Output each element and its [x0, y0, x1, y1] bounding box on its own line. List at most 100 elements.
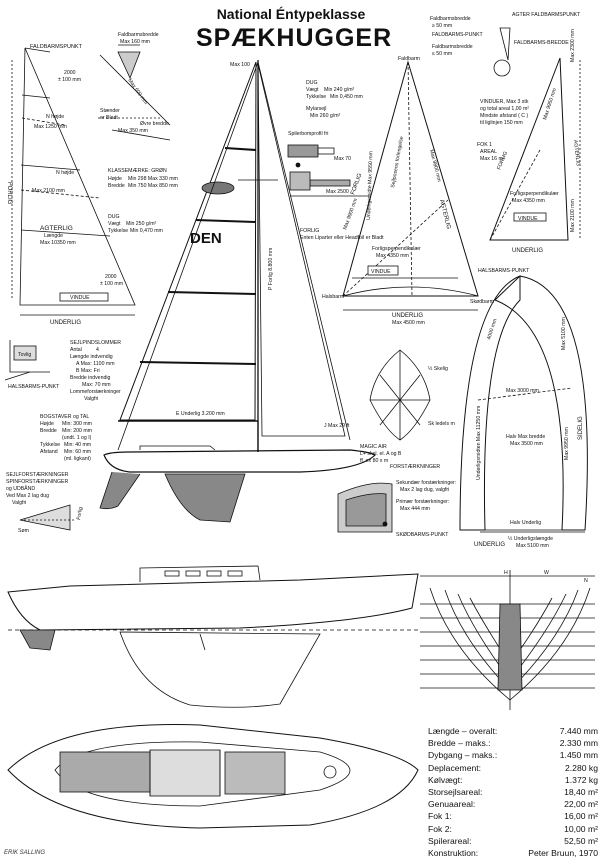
- deck-plan-drawing: [7, 724, 419, 829]
- letters-ligkant: (ml. ligkant): [64, 456, 91, 462]
- letters-undt: (undt. 1 og I): [62, 435, 92, 441]
- jib-vinduer-areal: og total areal 1,00 m²: [480, 106, 529, 112]
- mylar-label: Mylarsejl: [306, 106, 326, 112]
- spin-skelig: ½ Skelig: [428, 365, 448, 372]
- spec-row: Storsejlsareal:18,40 m²: [428, 787, 598, 799]
- spec-value: 10,00 m²: [564, 823, 598, 834]
- spin-halv-bredde-max: Max 3500 mm: [510, 441, 543, 447]
- battens-valgfri: Valgfri: [84, 396, 98, 402]
- n-hojde-1: N højde: [46, 114, 64, 120]
- spec-value: 18,40 m²: [564, 786, 598, 797]
- spin-tykkelse-label: Tykkelse: [306, 94, 326, 100]
- tykkelse-label: Tykkelse: [108, 228, 128, 234]
- spec-row: Dybgang – maks.: 1.450 mm: [428, 750, 598, 762]
- jib-vinduer: VINDUER, Max 3 stk: [480, 99, 529, 105]
- max-100-label: Max 100: [230, 62, 250, 68]
- forst-skodbarms: SKØDBARMS-PUNKT: [396, 532, 449, 538]
- max-1250: Max 1250 mm: [34, 124, 67, 130]
- vaegt-val: Min 250 g/m²: [126, 221, 157, 227]
- hojde-vals: Min 298 Max 330 mm: [128, 176, 178, 182]
- letters-bredde: Bredde: [40, 428, 57, 434]
- klassem-label: KLASSEMÆRKE: GRØN: [108, 168, 167, 174]
- jib-fald-bredde2-val: ≤ 50 mm: [432, 51, 452, 57]
- agterlig-label: AGTERLIG: [40, 225, 73, 232]
- letters-title: BOGSTAVER og TAL: [40, 414, 89, 420]
- spinnaker-diagram: [459, 275, 588, 533]
- main-sail-measure-diagram: [11, 44, 171, 316]
- jib-fald-punkt: FALDBARMS-PUNKT: [432, 32, 484, 38]
- spin-max-9950: Max 9950 mm: [564, 427, 570, 460]
- genoa-agterlig-max: Max 9800 mm: [428, 149, 442, 182]
- jib-agter-fald: AGTER FALDBARMSPUNKT: [512, 12, 581, 18]
- reinf-ved: Ved Max 2 lag dug: [6, 493, 49, 499]
- genoa-agterlig: AGTERLIG: [438, 199, 451, 230]
- spin-halv-underlig: Halv Underlig: [510, 520, 541, 526]
- vaegt-label: Vægt: [108, 221, 121, 227]
- sail-plan-drawing: [99, 60, 376, 523]
- drawing-credit: ERIK SALLING: [4, 850, 46, 856]
- hull-profile-drawing: [7, 565, 420, 708]
- class-title: National Éntypeklasse: [216, 6, 366, 22]
- tovlig-label: Tovlig: [18, 352, 31, 358]
- genoa-vindue: VINDUE: [371, 269, 391, 275]
- spin-skelig-val: Sk ledels m: [428, 421, 455, 427]
- max-350: Max 350 mm: [118, 128, 148, 134]
- spinnaker-pole-detail: [287, 144, 370, 197]
- spin-magic: MAGIC AIR: [360, 444, 387, 450]
- jib-vindue: VINDUE: [518, 216, 538, 222]
- bladt-label: er Bladt: [100, 115, 118, 121]
- spec-label: Konstruktion:: [428, 847, 479, 858]
- pole-max-2500: Max 2500: [326, 189, 349, 195]
- reinforcement-detail: [19, 504, 75, 531]
- n-hojde-2: N højde: [56, 170, 74, 176]
- jib-mindste: Mindste afstand ( C ): [480, 113, 528, 119]
- hojde-label: Højde: [108, 176, 122, 182]
- spec-label: Spilerareal:: [428, 835, 472, 846]
- dim-2000-bot-tol: ± 100 mm: [100, 281, 123, 287]
- jib-faldbarms-bredde: FALDBARMS-BREDDE: [514, 40, 569, 46]
- genoa-diagram: [342, 60, 479, 311]
- genoa-skodbarm: Skødbarm: [470, 299, 494, 305]
- letters-hojde-val: Min: 300 mm: [62, 421, 92, 427]
- jib-fok: FOK 1: [477, 142, 492, 148]
- battens-bredde: Bredde indvendig: [70, 375, 110, 381]
- halsbarms-left: HALSBARMS-PUNKT: [8, 384, 60, 390]
- reinf-valgfri: Valgfri: [12, 500, 26, 506]
- spec-row: Kølvægt:1.372 kg: [428, 775, 598, 787]
- spin-dug-label: DUG: [306, 80, 318, 86]
- dug-label: DUG: [108, 214, 120, 220]
- spec-value: 52,50 m²: [564, 835, 598, 846]
- spec-value: 7.440 mm: [559, 726, 598, 736]
- spec-label: Fok 2:: [428, 823, 452, 834]
- spin-vaegt-val: Min 240 g/m²: [324, 87, 355, 93]
- spin-vaegt-label: Vægt: [306, 87, 319, 93]
- jib-forlig-perp-max: Max 4350 mm: [512, 198, 545, 204]
- spin-magic2: L+ skel. el. A og B: [360, 451, 402, 457]
- spec-label: Dybgang – maks.:: [428, 750, 498, 761]
- jib-max-2300: Max 2300 mm: [570, 29, 576, 62]
- spec-label: Kølvægt:: [428, 774, 463, 785]
- jib-agterlig: AGTERLIG: [572, 140, 581, 167]
- spin-underlig-note: ½ Underligslængde: [508, 535, 553, 542]
- battens-laengde: Længde indvendig: [70, 354, 113, 360]
- bredde-vals: Min 750 Max 850 mm: [128, 183, 178, 189]
- underlig-label: UNDERLIG: [50, 320, 81, 326]
- spin-4000: 4000 mm: [486, 318, 498, 340]
- jib-areal-max: Max 16 m²: [480, 156, 505, 162]
- reinf-title: SEJLFORSTÆRKNINGER: [6, 472, 69, 478]
- dim-2000-top: 2000: [64, 70, 76, 76]
- forlig-label: FORLIG: [6, 182, 12, 205]
- genoa-sejlposens: Sejlposens forlengelse: [390, 136, 405, 189]
- spec-row: Fok 2: 10,00 m²: [428, 824, 598, 836]
- fald-punkt-label: FALDBARMSPUNKT: [30, 44, 83, 50]
- spin-midt: Underligsmidten Max 11250 mm: [476, 406, 482, 480]
- jib-mindste2: til liglinjen 150 mm: [480, 120, 523, 126]
- spin-underlig-max: Max 5100 mm: [516, 543, 549, 549]
- forst-sek-val: Max 2 lag dug, valgfri: [400, 487, 449, 493]
- jib-diagram: [489, 27, 581, 241]
- spec-value: 1.450 mm: [559, 750, 598, 761]
- battens-title: SEJLPINDSLOMMER: [70, 340, 121, 346]
- spec-row: Spilerareal: 52,50 m²: [428, 836, 598, 848]
